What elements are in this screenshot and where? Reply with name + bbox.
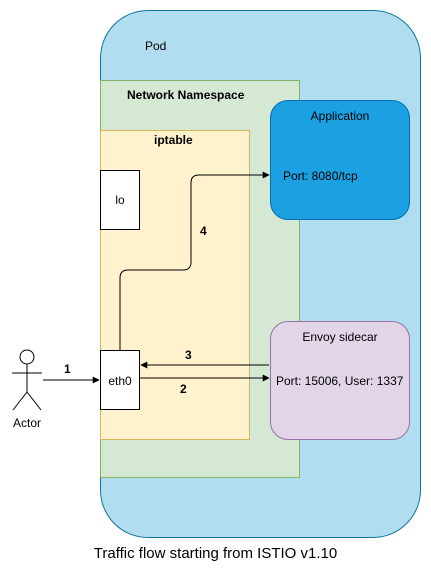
iptable-label: iptable [154, 133, 193, 147]
envoy-sidecar-box [270, 321, 410, 440]
eth0-interface-box [100, 350, 140, 410]
edge-eth0-to-application [119, 171, 270, 350]
actor-label: Actor [13, 416, 42, 430]
step-1-label: 1 [64, 362, 71, 376]
pod-label: Pod [145, 39, 167, 53]
lo-interface-label: lo [115, 193, 125, 207]
eth0-interface-label: eth0 [108, 374, 132, 388]
actor-figure [12, 349, 42, 411]
lo-interface-box [100, 170, 140, 230]
envoy-sidecar-port: Port: 15006, User: 1337 [276, 374, 404, 388]
step-3-label: 3 [185, 348, 192, 362]
envoy-sidecar-title: Envoy sidecar [302, 330, 378, 344]
step-4-label: 4 [200, 224, 207, 238]
application-box [270, 100, 410, 220]
application-port: Port: 8080/tcp [283, 169, 358, 183]
application-title: Application [310, 109, 370, 123]
step-2-label: 2 [180, 382, 187, 396]
network-namespace-label: Network Namespace [127, 88, 245, 102]
diagram-caption: Traffic flow starting from ISTIO v1.10 [93, 545, 338, 562]
